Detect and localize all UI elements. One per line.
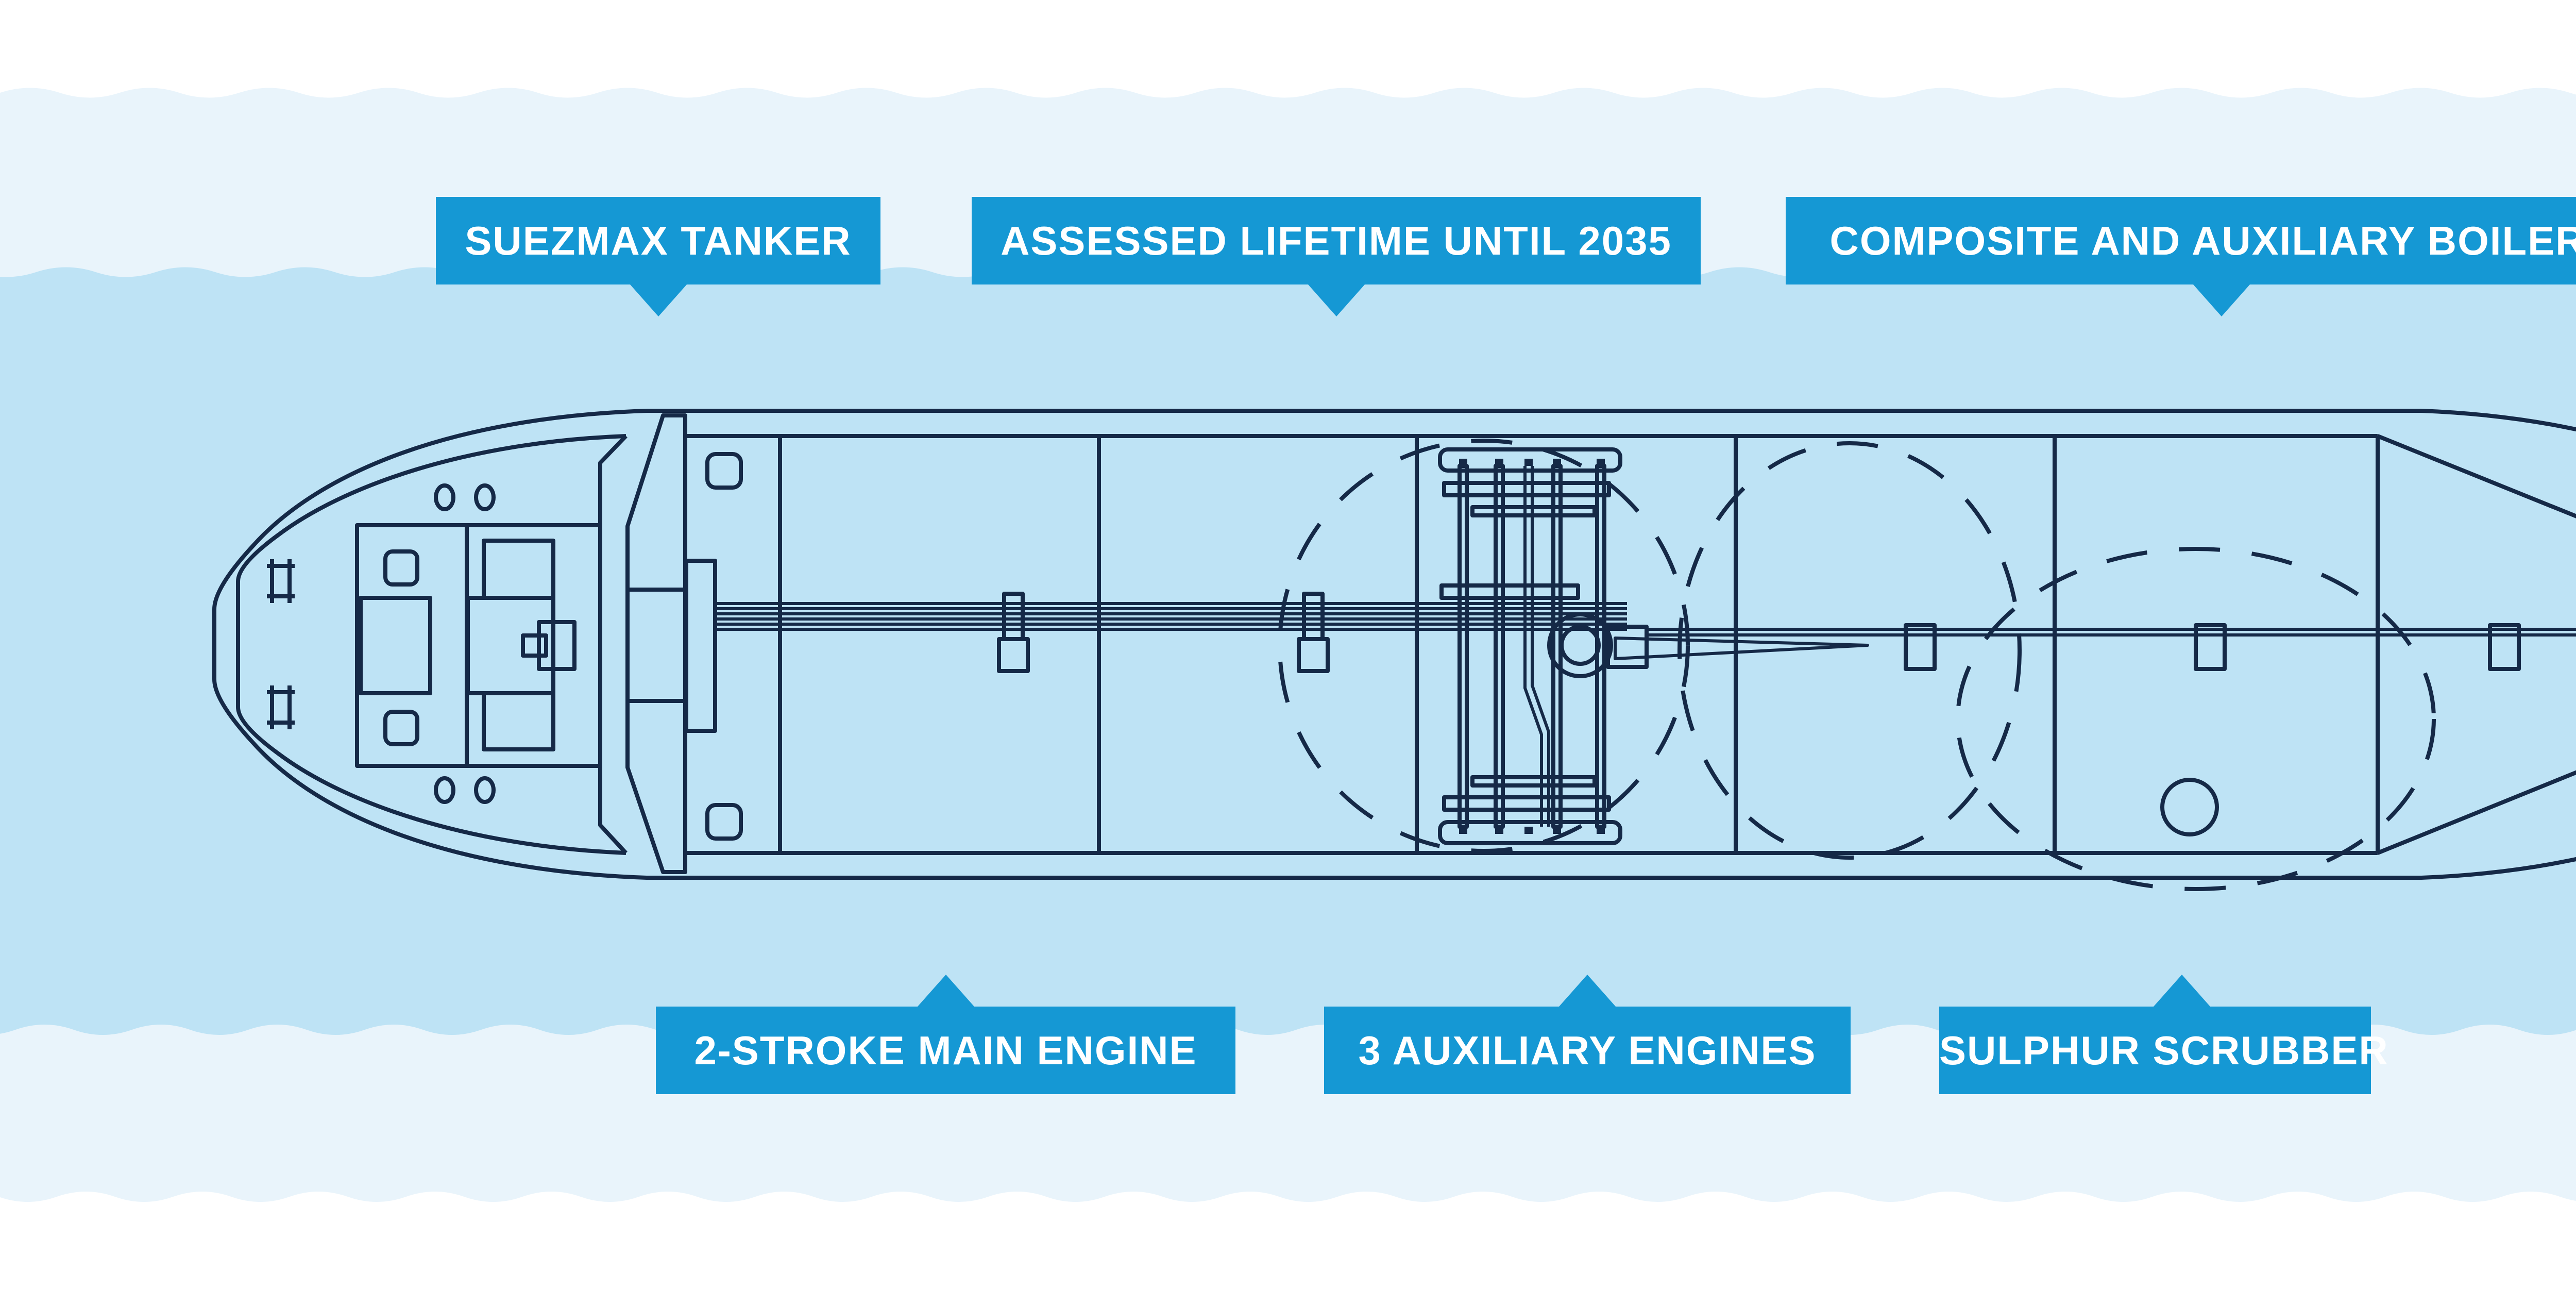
callout-tail-icon: [630, 284, 687, 316]
forward-pipe: [1614, 628, 2576, 660]
callout-auxiliary-engines: 3 AUXILIARY ENGINES: [1324, 975, 1851, 1094]
tapered-pipe: [1614, 637, 1869, 660]
cargo-tank-area: [687, 434, 2576, 855]
callout-label: 2-STROKE MAIN ENGINE: [694, 1028, 1197, 1073]
callout-label: 3 AUXILIARY ENGINES: [1358, 1028, 1817, 1073]
callout-composite-boilers: COMPOSITE AND AUXILIARY BOILERS: [1786, 197, 2576, 316]
ocean-bands: [0, 88, 2576, 1289]
tanker-deck-plan: [212, 409, 2576, 891]
manifold-pump-icon: [1547, 612, 1613, 678]
mast-house: [684, 559, 717, 733]
callout-tail-icon: [2154, 975, 2210, 1007]
hull-outline: [212, 409, 2576, 880]
callout-tail-icon: [917, 975, 974, 1007]
pipe-bundle: [715, 602, 1627, 631]
pipe-supports: [997, 592, 2521, 673]
callout-tail-icon: [1559, 975, 1616, 1007]
stern-deck-ovals: [434, 483, 496, 804]
callout-assessed-lifetime: ASSESSED LIFETIME UNTIL 2035: [972, 197, 1701, 316]
callout-label: ASSESSED LIFETIME UNTIL 2035: [1001, 218, 1672, 263]
bridge-wings: [625, 413, 717, 874]
deckhouse: [355, 523, 602, 768]
callout-suezmax-tanker: SUEZMAX TANKER: [436, 197, 880, 316]
stern-inner-deck-line: [236, 434, 626, 855]
callout-tail-icon: [1308, 284, 1365, 316]
callout-sulphur-scrubber: SULPHUR SCRUBBER: [1939, 975, 2388, 1094]
callout-label: SULPHUR SCRUBBER: [1939, 1028, 2389, 1073]
callout-label: SUEZMAX TANKER: [465, 218, 852, 263]
deck-hatch: [705, 803, 743, 841]
dashed-equipment-circle-mid: [1677, 441, 2022, 860]
dashed-equipment-circle-aft: [1278, 439, 1690, 853]
stern-mooring-bitts: [267, 559, 295, 729]
callout-label: COMPOSITE AND AUXILIARY BOILERS: [1829, 218, 2576, 263]
deck-hatch: [705, 452, 743, 490]
bottom-white-band: [0, 1192, 2576, 1289]
scrubber-outlet-circle: [2160, 778, 2219, 836]
dashed-equipment-circle-fwd: [1956, 547, 2436, 891]
funnel-icon: [537, 620, 577, 671]
callout-main-engine: 2-STROKE MAIN ENGINE: [656, 975, 1235, 1094]
cargo-manifold: [1438, 447, 1649, 845]
callout-tail-icon: [2193, 284, 2250, 316]
